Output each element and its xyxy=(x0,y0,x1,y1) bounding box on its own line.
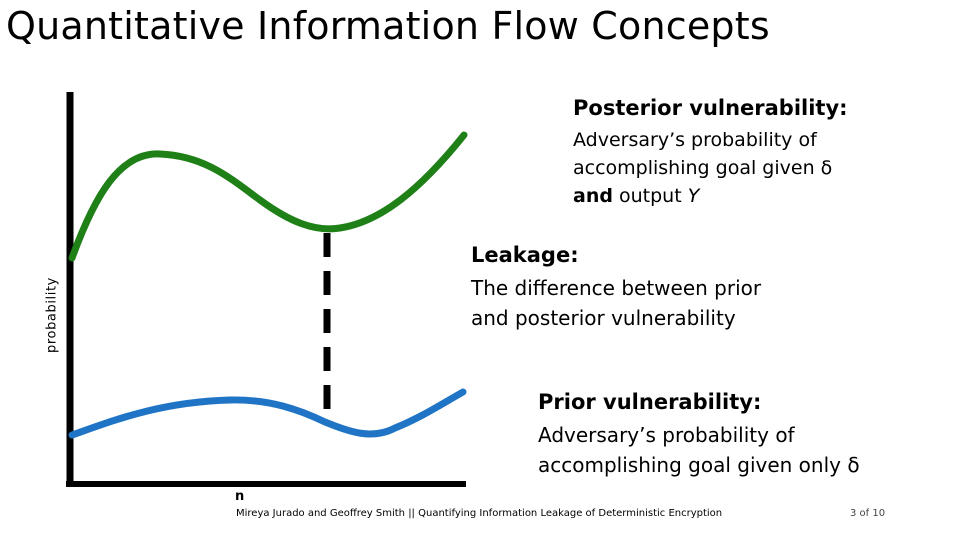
slide-title: Quantitative Information Flow Concepts xyxy=(6,4,770,48)
prior-line-1: Adversary’s probability of xyxy=(538,423,795,447)
posterior-line-2: accomplishing goal given δ xyxy=(573,157,833,179)
leakage-annotation: Leakage: The difference between prior an… xyxy=(471,243,761,333)
posterior-line-3: and output Y xyxy=(573,182,848,210)
x-axis-label: n xyxy=(235,489,245,504)
posterior-annotation: Posterior vulnerability: Adversary’s pro… xyxy=(573,96,848,210)
posterior-and: and xyxy=(573,185,613,207)
prior-line-2: accomplishing goal given only δ xyxy=(538,453,860,477)
posterior-curve xyxy=(68,131,468,262)
prior-annotation: Prior vulnerability: Adversary’s probabi… xyxy=(538,390,860,480)
leakage-line-1: The difference between prior xyxy=(471,276,762,300)
leakage-heading: Leakage: xyxy=(471,243,579,267)
prior-curve xyxy=(68,388,467,439)
posterior-line-1: Adversary’s probability of xyxy=(573,129,817,151)
y-axis-label: probability xyxy=(44,277,60,353)
footer-credit: Mireya Jurado and Geoffrey Smith || Quan… xyxy=(236,508,723,519)
posterior-heading: Posterior vulnerability: xyxy=(573,96,848,120)
leakage-line-2: and posterior vulnerability xyxy=(471,306,736,330)
page-number: 3 of 10 xyxy=(850,508,886,519)
posterior-output-var: Y xyxy=(687,185,700,207)
posterior-output-text: output xyxy=(612,185,688,207)
prior-heading: Prior vulnerability: xyxy=(538,390,762,414)
